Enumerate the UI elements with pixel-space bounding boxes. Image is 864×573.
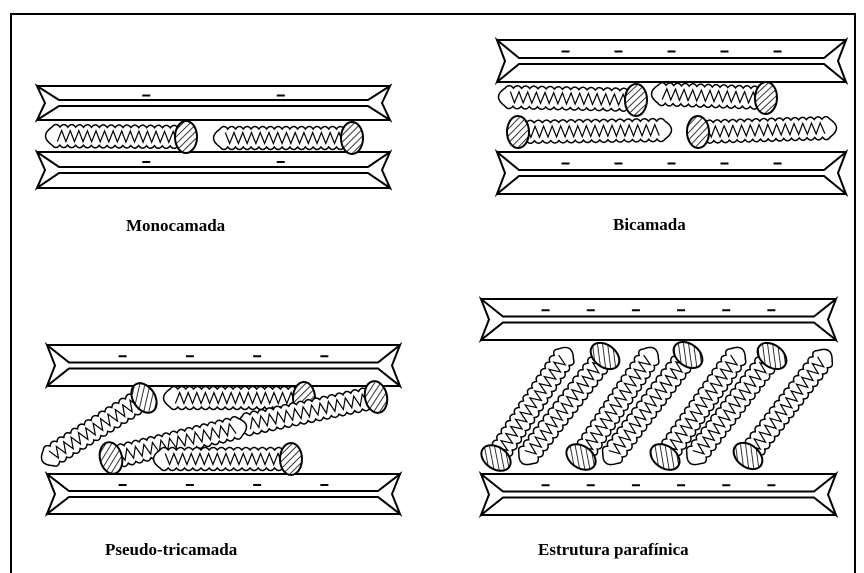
surfactant-chain	[507, 116, 672, 148]
surfactant-chain	[499, 84, 648, 116]
clay-layer	[47, 345, 400, 386]
clay-layer	[497, 40, 846, 82]
label-bilayer: Bicamada	[613, 215, 686, 235]
label-pseudo-trilayer: Pseudo-tricamada	[105, 540, 237, 560]
clay-layer	[37, 86, 390, 120]
head-group	[754, 82, 777, 115]
alkyl-chains	[41, 82, 836, 477]
label-paraffin: Estrutura parafínica	[538, 540, 689, 560]
head-group	[175, 121, 197, 153]
surfactant-chain	[46, 121, 198, 153]
surfactant-chain	[687, 116, 837, 149]
clay-layer	[47, 474, 400, 514]
head-group	[625, 84, 648, 116]
clay-layer	[481, 299, 836, 340]
clay-layer	[37, 152, 390, 188]
clay-layer	[481, 474, 836, 515]
surfactant-chain	[214, 122, 364, 154]
head-group	[280, 443, 302, 475]
surfactant-chain	[652, 82, 778, 115]
head-group	[341, 122, 363, 154]
label-monolayer: Monocamada	[126, 216, 225, 236]
head-group	[687, 116, 710, 149]
clay-layer	[497, 152, 846, 194]
head-group	[507, 116, 529, 148]
